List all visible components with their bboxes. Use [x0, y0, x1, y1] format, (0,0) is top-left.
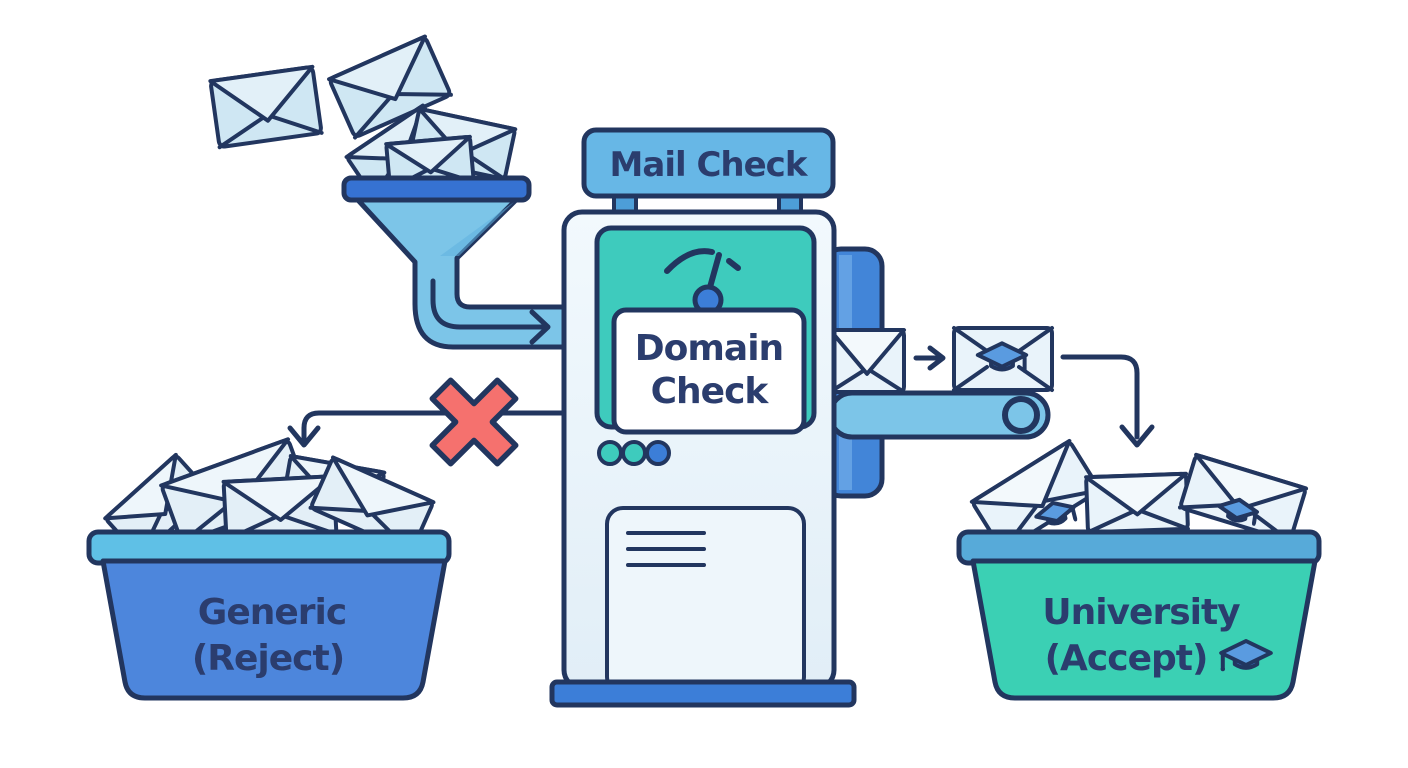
- accept-arrow-icon: [1060, 354, 1155, 448]
- envelope-icon: [210, 67, 321, 147]
- intake-funnel-icon: [341, 103, 573, 350]
- reject-bin-body: [100, 558, 448, 701]
- gauge-icon: [664, 248, 741, 316]
- domain-check-label-line2: Check: [651, 371, 770, 412]
- funnel-rim: [341, 175, 532, 203]
- machine-sign: [581, 127, 836, 199]
- conveyor-roller: [1002, 396, 1040, 434]
- envelope-icon: [830, 330, 904, 392]
- machine-base: [549, 679, 857, 708]
- status-dots-icon: [597, 440, 671, 466]
- reject-bin-rim: [86, 529, 452, 566]
- reject-bin-label-line2: (Reject): [192, 638, 344, 679]
- access-panel: [605, 506, 806, 695]
- reject-bin-label-line1: Generic: [198, 592, 346, 633]
- funnel-shade: [440, 202, 514, 256]
- panel-vent-lines: [626, 531, 706, 567]
- red-x-icon: [429, 377, 519, 467]
- accept-bin-label-line1: University: [1042, 592, 1240, 633]
- reject-arrow-icon: [287, 410, 567, 448]
- pipe-arrow-icon: [430, 278, 551, 345]
- accept-bin: University (Accept): [956, 441, 1322, 701]
- envelope-icon: [1084, 471, 1190, 535]
- reject-bin: Generic (Reject): [86, 439, 452, 701]
- machine-sign-label: Mail Check: [610, 145, 809, 185]
- envelope-icon: [1180, 455, 1306, 541]
- domain-check-label-line1: Domain: [635, 328, 783, 369]
- mail-check-machine: Mail Check Domain Check: [549, 127, 857, 708]
- accept-bin-rim: [956, 529, 1322, 566]
- accept-bin-label-line2: (Accept): [1045, 638, 1208, 679]
- accept-bin-body: [970, 558, 1318, 701]
- accepted-envelope: [913, 326, 1054, 392]
- belt-arrow-icon: [913, 345, 946, 371]
- domain-check-card: [611, 307, 807, 435]
